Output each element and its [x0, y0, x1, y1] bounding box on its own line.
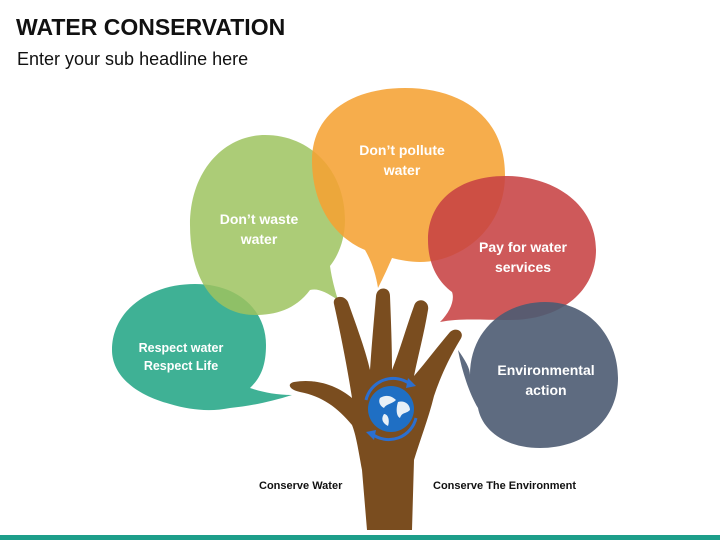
bubble-waste-line1: Don’t waste — [219, 211, 299, 227]
bubble-waste — [190, 135, 345, 315]
bubble-pay-line1: Pay for water — [479, 239, 567, 255]
bubble-waste-line2: water — [240, 231, 278, 247]
bubble-env-line1: Environmental — [497, 362, 595, 378]
page-subtitle: Enter your sub headline here — [17, 49, 249, 69]
bubble-env-label: Environmental action — [497, 360, 594, 400]
bubble-pollute-line2: water — [383, 162, 421, 178]
globe-icon — [364, 376, 418, 442]
page-title: WATER CONSERVATION — [16, 14, 286, 40]
bubble-respect — [112, 284, 292, 411]
bubble-pay — [428, 176, 596, 322]
bubble-respect-line1: Respect water — [138, 341, 224, 355]
bubble-respect-line2: Respect Life — [143, 359, 219, 373]
bubble-env — [458, 302, 618, 448]
bubble-pay-line2: services — [494, 259, 552, 275]
bubble-pollute-label: Don’t pollute water — [359, 140, 445, 180]
bubble-waste-label: Don’t waste water — [220, 209, 299, 249]
caption-conserve-water: Conserve Water — [259, 480, 343, 492]
bubble-env-line2: action — [525, 382, 567, 398]
bubble-respect-label: Respect water Respect Life — [139, 339, 224, 375]
caption-conserve-environment: Conserve The Environment — [433, 480, 577, 492]
bubble-pay-label: Pay for water services — [479, 237, 567, 277]
footer-bar — [0, 535, 720, 540]
bubble-pollute-line1: Don’t pollute — [359, 142, 445, 158]
